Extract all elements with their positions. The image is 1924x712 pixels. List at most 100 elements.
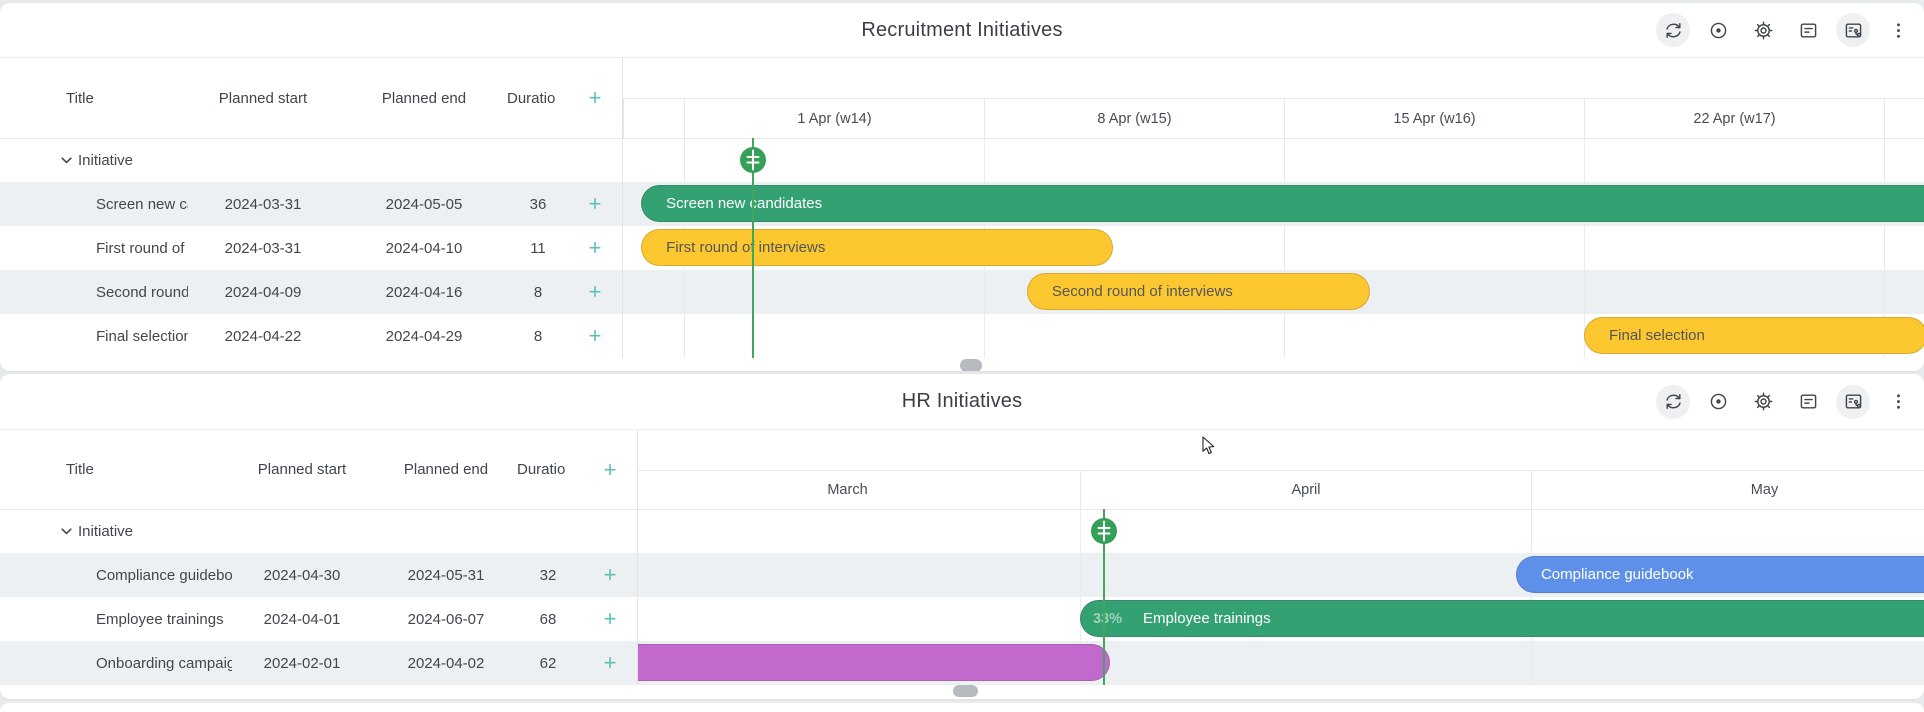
group-title: Initiative <box>78 522 134 540</box>
task-bar-label: Screen new candidates <box>666 195 823 212</box>
task-planned-start: 2024-03-31 <box>224 195 302 213</box>
notes-icon[interactable] <box>1791 385 1825 419</box>
task-duration: 68 <box>539 610 557 628</box>
task-planned-start: 2024-03-31 <box>224 239 302 257</box>
add-subtask-button[interactable]: + <box>580 314 610 358</box>
add-subtask-button[interactable]: + <box>580 226 610 270</box>
sync-icon[interactable] <box>1656 13 1690 47</box>
task-title: Onboarding campaign <box>96 654 232 672</box>
task-bar-screen-new-candidates[interactable]: Screen new candidates <box>641 185 1924 222</box>
group-row[interactable]: Initiative <box>0 509 1924 553</box>
task-planned-end: 2024-04-16 <box>385 283 463 301</box>
sync-icon[interactable] <box>1656 384 1690 419</box>
critical-path-icon[interactable] <box>1836 384 1870 419</box>
timeline-gridline <box>1584 138 1585 358</box>
chevron-down-icon[interactable] <box>58 138 74 182</box>
add-subtask-button[interactable]: + <box>595 553 625 597</box>
timeline-scale: 1 Apr (w14)8 Apr (w15)15 Apr (w16)22 Apr… <box>623 98 1924 138</box>
scale-cell: March <box>638 471 1080 509</box>
add-subtask-button[interactable]: + <box>580 270 610 314</box>
task-bar-employee-trainings[interactable]: 33%Employee trainings <box>1080 600 1924 637</box>
task-bar-first-round-of-interviews[interactable]: First round of interviews <box>641 229 1113 266</box>
horizontal-scrollbar-thumb[interactable] <box>953 685 978 697</box>
add-subtask-button[interactable]: + <box>595 641 625 685</box>
next-panel-top-edge <box>0 703 1924 712</box>
task-progress-label: 33% <box>1093 610 1123 627</box>
panel-title: HR Initiatives <box>901 390 1023 412</box>
group-title: Initiative <box>78 151 134 169</box>
column-header-duration: Duratio <box>507 89 556 107</box>
timeline-gridline <box>1884 138 1885 358</box>
task-bar-second-round-of-interviews[interactable]: Second round of interviews <box>1026 273 1370 310</box>
kebab-menu-icon[interactable] <box>1881 13 1915 47</box>
today-marker-icon[interactable] <box>1091 518 1117 544</box>
notes-icon[interactable] <box>1791 13 1825 47</box>
task-planned-end: 2024-04-02 <box>407 654 485 672</box>
settings-icon[interactable] <box>1746 385 1780 419</box>
scale-cell <box>623 99 684 138</box>
add-subtask-button[interactable]: + <box>595 597 625 641</box>
panel-title: Recruitment Initiatives <box>861 18 1063 41</box>
scale-cell: 1 Apr (w14) <box>684 99 984 138</box>
task-planned-end: 2024-04-10 <box>385 239 463 257</box>
task-title: First round of interviews <box>96 239 188 257</box>
task-title: Final selection <box>96 327 188 345</box>
task-planned-start: 2024-04-22 <box>224 327 302 345</box>
task-planned-end: 2024-05-05 <box>385 195 463 213</box>
critical-path-icon[interactable] <box>1836 13 1870 47</box>
scale-cell: April <box>1080 471 1531 509</box>
task-bar-compliance-guidebook[interactable]: Compliance guidebook <box>1515 556 1924 593</box>
kebab-menu-icon[interactable] <box>1881 385 1915 419</box>
add-column-button[interactable]: + <box>595 430 625 509</box>
group-row[interactable]: Initiative <box>0 138 1924 182</box>
table-timeline-splitter[interactable] <box>622 58 623 358</box>
panel-toolbar <box>1656 384 1915 419</box>
today-line <box>1103 509 1105 685</box>
task-planned-start: 2024-04-01 <box>263 610 341 628</box>
today-line <box>752 138 754 358</box>
table-timeline-splitter[interactable] <box>637 430 638 685</box>
table-row[interactable]: First round of interviews 2024-03-31 2024-… <box>0 226 1924 270</box>
table-row[interactable]: Second round of interviews 2024-04-09 2024… <box>0 270 1924 314</box>
task-planned-end: 2024-05-31 <box>407 566 485 584</box>
scale-cell: 22 Apr (w17) <box>1584 99 1884 138</box>
chevron-down-icon[interactable] <box>58 509 74 553</box>
grid-header-border <box>0 509 1924 510</box>
task-planned-end: 2024-06-07 <box>407 610 485 628</box>
task-title: Screen new candidates <box>96 195 188 213</box>
task-bar-onboarding-campaign[interactable]: Onboarding campaign <box>638 644 1111 681</box>
horizontal-scrollbar-thumb[interactable] <box>960 359 982 371</box>
add-column-button[interactable]: + <box>580 58 610 138</box>
task-duration: 36 <box>529 195 547 213</box>
task-duration: 8 <box>533 327 543 345</box>
settings-icon[interactable] <box>1746 13 1780 47</box>
task-duration: 32 <box>539 566 557 584</box>
task-title: Second round of interviews <box>96 283 188 301</box>
task-title: Employee trainings <box>96 610 224 628</box>
record-icon[interactable] <box>1701 13 1735 47</box>
column-header-duration: Duratio <box>517 461 566 478</box>
panel-toolbar <box>1656 13 1915 47</box>
timeline-chart: Compliance guidebook 33%Employee training… <box>638 509 1924 685</box>
panel-titlebar: Recruitment Initiatives <box>0 3 1924 58</box>
timeline-gridline <box>1284 138 1285 358</box>
timeline-gridline <box>1531 509 1532 685</box>
column-header-planned-start: Planned start <box>257 461 347 478</box>
task-planned-start: 2024-04-30 <box>263 566 341 584</box>
task-bar-label: Final selection <box>1608 327 1705 344</box>
table-row[interactable]: Employee trainings 2024-04-01 2024-06-07 68… <box>0 597 1924 641</box>
today-marker-icon[interactable] <box>740 147 766 173</box>
grid-header-border <box>0 138 1924 139</box>
add-subtask-button[interactable]: + <box>580 182 610 226</box>
column-header-planned-end: Planned end <box>403 461 489 478</box>
record-icon[interactable] <box>1701 385 1735 419</box>
task-bar-final-selection[interactable]: Final selection <box>1583 317 1924 354</box>
column-header-title: Title <box>66 89 94 107</box>
task-planned-start: 2024-04-09 <box>224 283 302 301</box>
